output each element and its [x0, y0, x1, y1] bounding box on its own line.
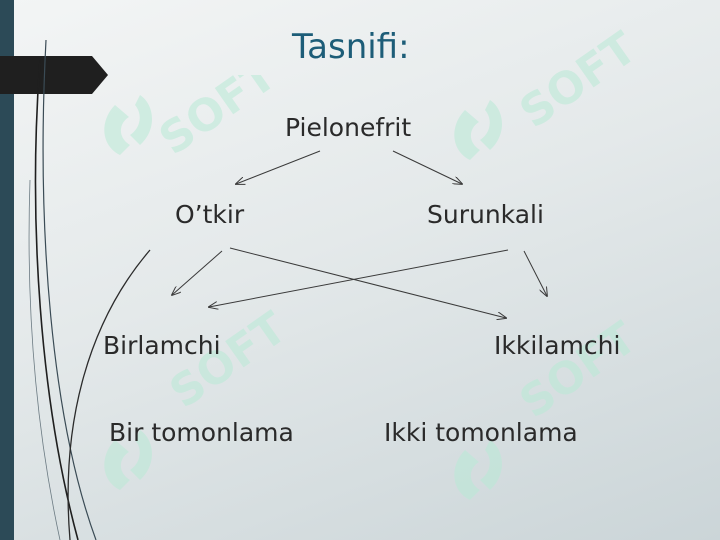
slide-title: Tasnifi:: [292, 27, 410, 67]
arrow-acute-to-secondary: [229, 247, 506, 318]
watermark-logo: SOFT: [445, 0, 645, 200]
arrow-chronic-to-primary: [209, 249, 509, 307]
watermark-logo: SOFT: [445, 310, 655, 530]
left-accent-bar: [0, 0, 14, 540]
watermark-logo: SOFT: [95, 75, 285, 195]
left-arrow-tab: [0, 56, 108, 94]
node-ikkilamchi: Ikkilamchi: [494, 331, 621, 360]
arrow-root-to-acute: [236, 150, 321, 184]
arrow-root-to-chronic: [392, 150, 462, 184]
node-birlamchi: Birlamchi: [103, 331, 221, 360]
node-ikki-tomonlama: Ikki tomonlama: [384, 418, 578, 447]
node-bir-tomonlama: Bir tomonlama: [109, 418, 294, 447]
watermark-logo: SOFT: [95, 300, 305, 520]
node-surunkali: Surunkali: [427, 200, 544, 229]
arrow-acute-to-primary: [172, 250, 223, 295]
node-pielonefrit: Pielonefrit: [285, 113, 412, 142]
node-otkir: O’tkir: [175, 200, 245, 229]
arrow-chronic-to-secondary: [523, 250, 547, 296]
